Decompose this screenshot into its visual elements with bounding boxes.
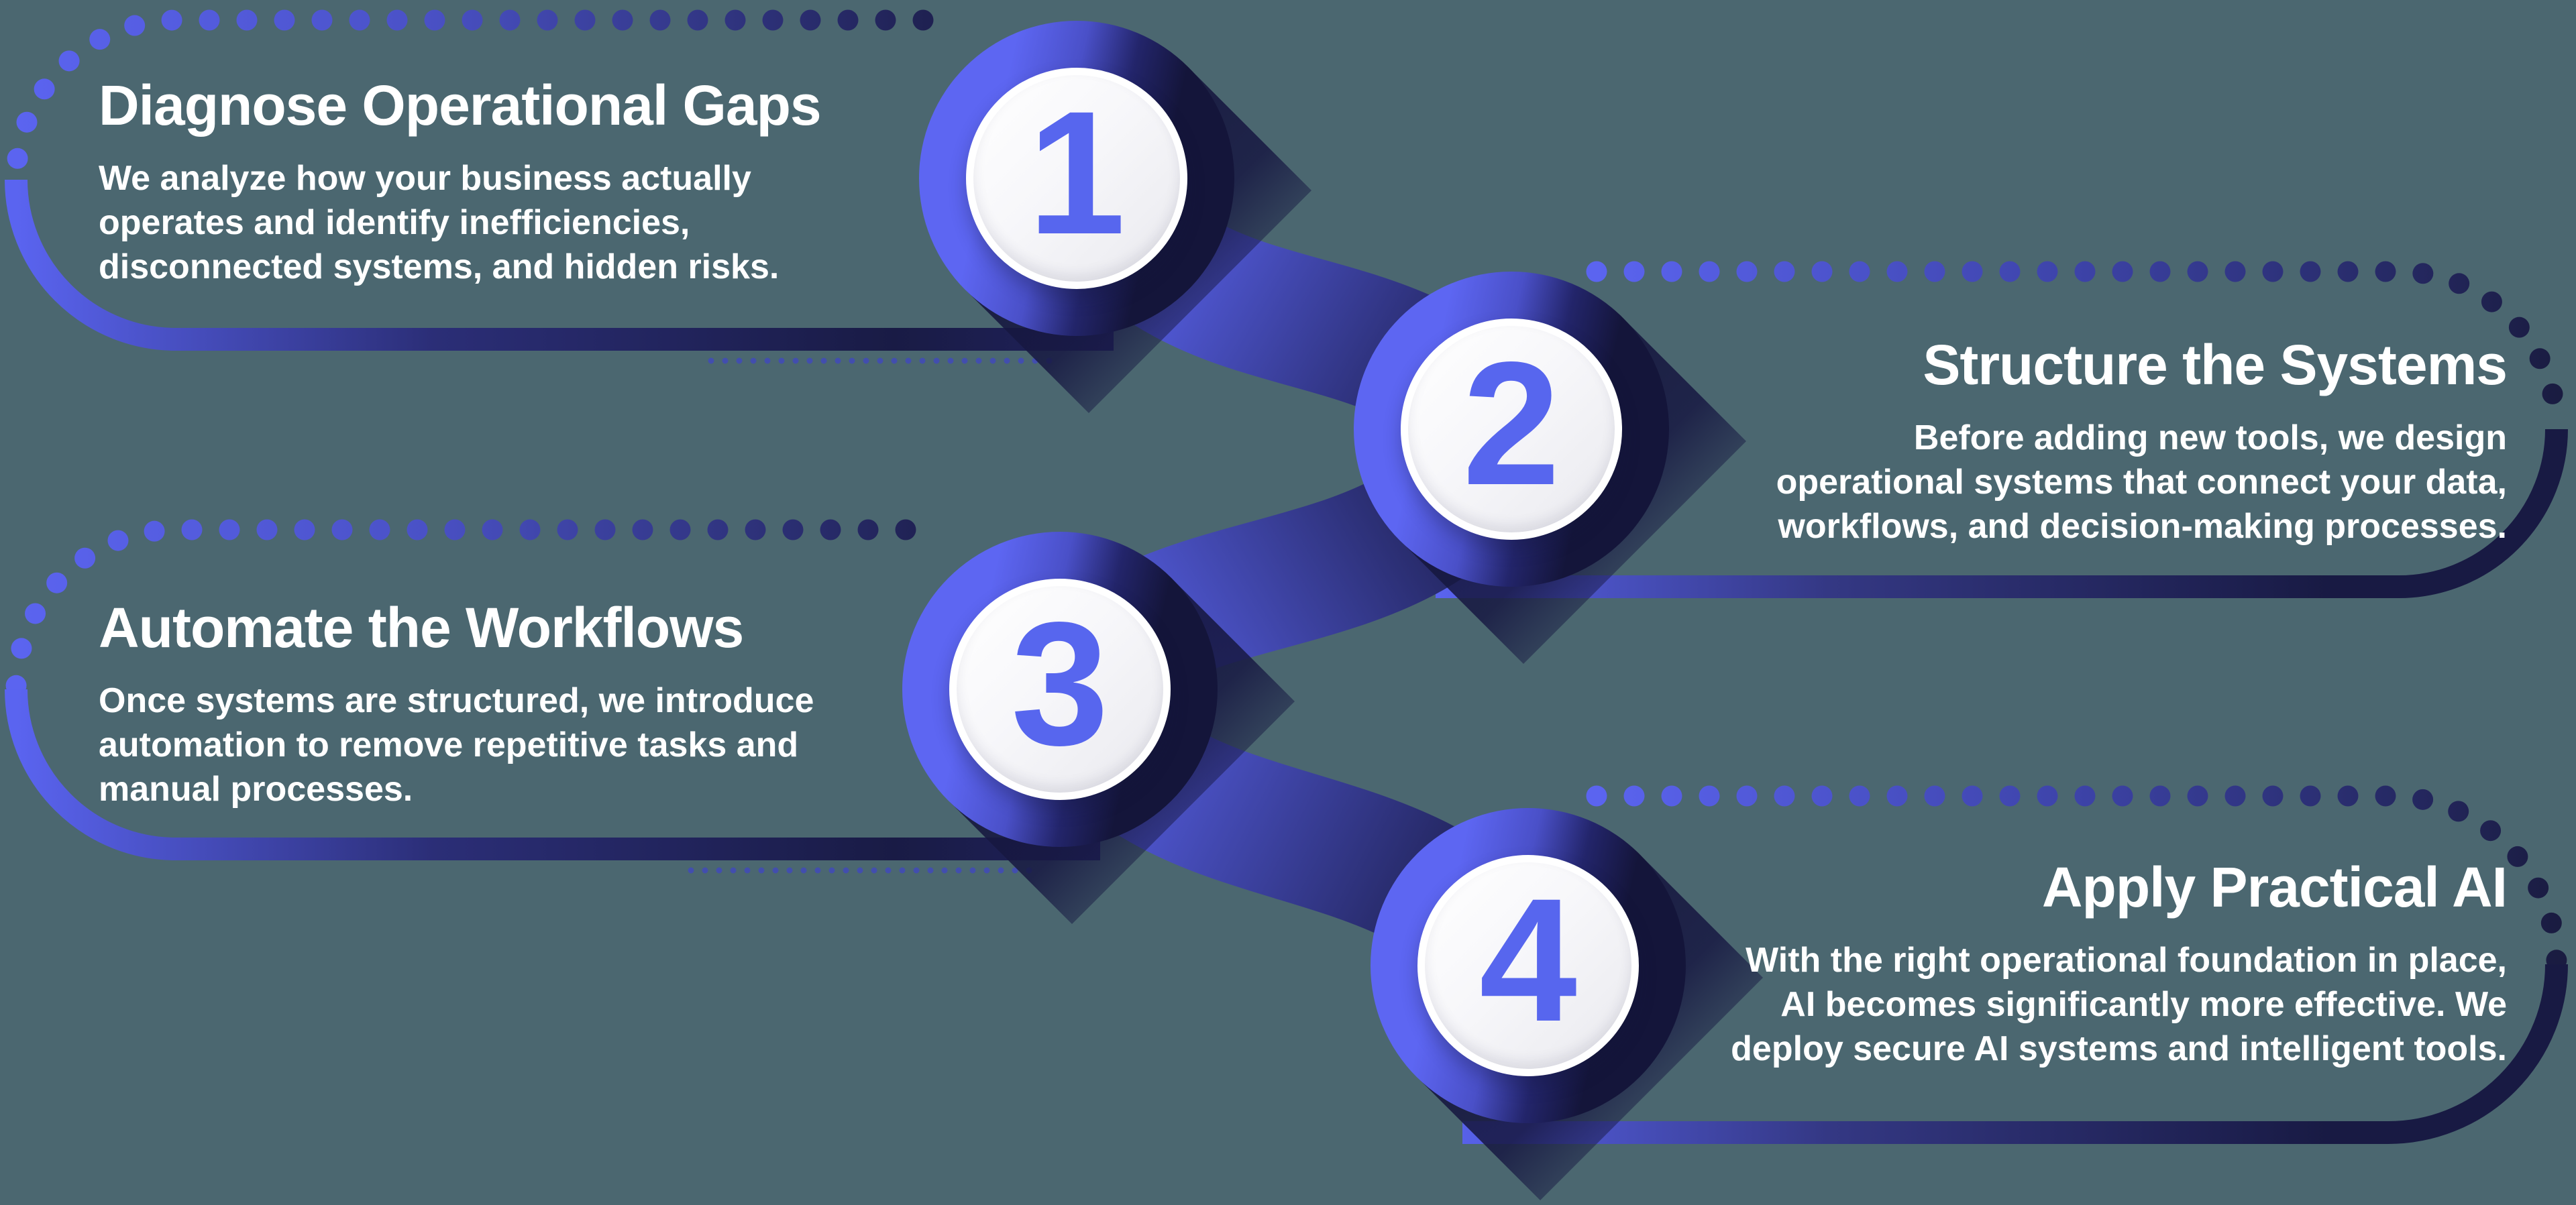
step2-dotted-border: [1586, 261, 2567, 440]
step3-description-line: manual processes.: [99, 769, 413, 809]
step4-number: 4: [1479, 862, 1577, 1058]
step4-description-line: deploy secure AI systems and intelligent…: [1731, 1029, 2507, 1068]
step2-text-block: Structure the Systems Before adding new …: [1460, 333, 2508, 549]
step3-text-block: Automate the Workflows Once systems are …: [99, 597, 1145, 811]
step2-solid-border: [1436, 428, 2568, 598]
step2-description-line: workflows, and decision-making processes…: [1778, 506, 2507, 546]
step2-badge: 2: [1354, 272, 1669, 587]
step4-dotted-border: [1586, 785, 2567, 975]
step1-text-block: Diagnose Operational Gaps We analyze how…: [99, 75, 1145, 289]
step3-description-line: automation to remove repetitive tasks an…: [99, 725, 799, 764]
step4-badge: 4: [1371, 808, 1686, 1123]
step3-description-line: Once systems are structured, we introduc…: [99, 681, 814, 720]
step1-description-line: operates and identify inefficiencies,: [99, 203, 690, 242]
step3-solid-border: [5, 689, 1100, 860]
step2-number: 2: [1462, 325, 1560, 522]
step3-number: 3: [1011, 585, 1109, 782]
step4-description-line: With the right operational foundation in…: [1746, 940, 2507, 980]
step3-dotted-border: [5, 519, 916, 700]
step1-dotted-border: [5, 9, 934, 190]
step2-inner-circle: 2: [1401, 319, 1622, 540]
step3-badge: 3: [902, 532, 1218, 847]
step1-inner-circle: 1: [966, 68, 1187, 289]
step2-title: Structure the Systems: [1923, 333, 2508, 396]
step1-description-line: We analyze how your business actually: [99, 158, 751, 198]
step1-number: 1: [1028, 74, 1126, 271]
step4-solid-border: [1462, 964, 2568, 1144]
step2-description-line: operational systems that connect your da…: [1776, 462, 2507, 502]
step1-solid-border: [5, 179, 1114, 351]
step3-title: Automate the Workflows: [99, 596, 744, 659]
step4-text-block: Apply Practical AI With the right operat…: [1460, 856, 2508, 1071]
step1-description-line: disconnected systems, and hidden risks.: [99, 247, 780, 286]
step4-title: Apply Practical AI: [2041, 856, 2508, 919]
step1-title: Diagnose Operational Gaps: [99, 74, 822, 137]
step1-badge: 1: [919, 21, 1234, 336]
step4-inner-circle: 4: [1417, 855, 1639, 1076]
step4-description-line: AI becomes significantly more effective.…: [1780, 984, 2507, 1024]
step2-description-line: Before adding new tools, we design: [1913, 418, 2507, 457]
step3-inner-circle: 3: [949, 579, 1171, 800]
